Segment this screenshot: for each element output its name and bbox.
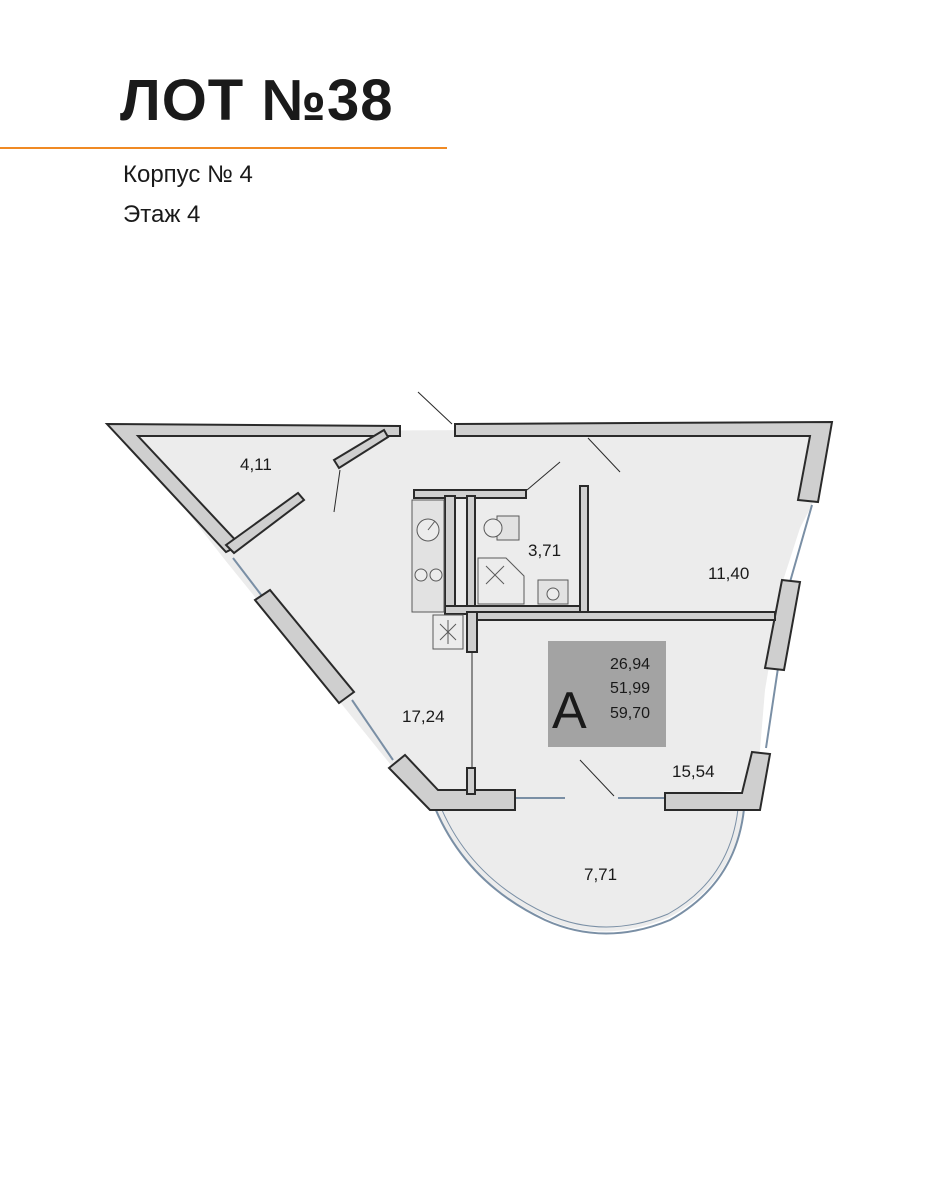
shower-icon — [477, 557, 525, 605]
floor-label: Этаж 4 — [123, 201, 201, 228]
balcony-floor — [430, 795, 745, 932]
doors — [333, 391, 621, 797]
apartment-type-letter: А — [552, 682, 587, 740]
kitchen-counter — [411, 499, 445, 613]
sink-icon — [416, 518, 440, 542]
walls — [104, 420, 834, 811]
entrance-door — [417, 391, 453, 425]
wall-bath-right — [579, 485, 589, 615]
wall-bath-inner — [466, 495, 476, 615]
room-area-living: 15,54 — [672, 762, 715, 781]
total-area-value: 51,99 — [610, 680, 650, 697]
wall-top-left — [104, 422, 401, 554]
kitchen-partition-post — [466, 767, 476, 795]
wall-living-left — [466, 611, 478, 653]
room-area-bedroom: 11,40 — [708, 564, 749, 583]
apartment-summary-badge: А 26,94 51,99 59,70 — [548, 641, 666, 747]
boiler-icon — [432, 614, 464, 650]
balcony-glazing — [429, 794, 746, 935]
balcony-glazing-inner — [435, 794, 740, 928]
storage-door — [333, 469, 341, 513]
accent-divider — [0, 147, 447, 149]
bath-door — [526, 461, 561, 491]
washbasin-icon — [537, 579, 569, 605]
wall-top-right — [454, 420, 834, 504]
wall-storage-door — [332, 428, 390, 470]
living-door-swing — [579, 759, 615, 797]
wall-diagonal-mid — [253, 588, 356, 705]
room-area-balcony: 7,71 — [584, 865, 617, 884]
room-area-kitchen: 17,24 — [402, 707, 445, 726]
window-right-1 — [789, 504, 813, 583]
kitchen-fixtures — [411, 499, 464, 650]
room-area-bathroom: 3,71 — [528, 541, 561, 560]
window-diagonal-1 — [232, 557, 263, 597]
living-area-value: 26,94 — [610, 656, 650, 673]
wall-bath-left — [444, 495, 456, 615]
bathroom-fixtures — [477, 515, 569, 605]
total-with-balcony-value: 59,70 — [610, 705, 650, 722]
wall-right-lower — [664, 750, 772, 811]
room-area-storage: 4,11 — [240, 455, 272, 474]
window-right-2 — [765, 667, 779, 749]
bedroom-door — [587, 437, 621, 473]
wall-living-top — [474, 611, 776, 621]
window-diagonal-2 — [351, 699, 394, 761]
toilet-icon — [483, 515, 520, 541]
building-label: Корпус № 4 — [123, 161, 253, 188]
windows — [232, 504, 813, 799]
wall-storage-lower — [224, 491, 306, 555]
wall-bottom-left — [387, 753, 516, 811]
floor-areas — [125, 428, 828, 932]
stove-icon — [414, 568, 443, 582]
lot-title: ЛОТ №38 — [120, 68, 394, 133]
wall-right-mid — [763, 578, 802, 672]
badge-background — [548, 641, 666, 747]
